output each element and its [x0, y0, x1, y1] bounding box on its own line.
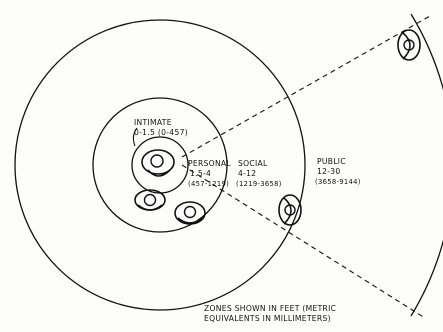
- social-zone-feet: 4-12: [238, 169, 256, 178]
- public-zone-person-figure: [398, 30, 420, 60]
- intimate-zone-feet-mm: 0-1.5 (0-457): [134, 128, 188, 137]
- central-person-figure: [142, 150, 174, 176]
- caption-line-2: EQUIVALENTS IN MILLIMETERS): [204, 314, 331, 323]
- intimate-zone-mm: (0-457): [158, 128, 188, 137]
- public-zone-name: PUBLIC: [317, 157, 346, 166]
- upper-sight-line: [182, 16, 430, 157]
- personal-zone-person-figure-1: [135, 190, 165, 210]
- personal-zone-name: PERSONAL: [188, 159, 231, 168]
- intimate-zone-name: INTIMATE: [134, 118, 172, 127]
- caption-line-1: ZONES SHOWN IN FEET (METRIC: [204, 304, 336, 313]
- social-zone-mm: (1219-3658): [236, 180, 282, 188]
- public-zone-feet: 12-30: [317, 167, 341, 176]
- personal-zone-mm: (457-1219): [188, 180, 229, 188]
- intimate-zone-feet: 0-1.5: [134, 128, 155, 137]
- personal-zone-person-figure-2: [175, 202, 205, 224]
- personal-zone-feet: 1.5-4: [190, 169, 211, 178]
- public-zone-boundary: [411, 14, 443, 316]
- public-zone-mm: (3658-9144): [315, 178, 361, 186]
- social-zone-name: SOCIAL: [238, 159, 268, 168]
